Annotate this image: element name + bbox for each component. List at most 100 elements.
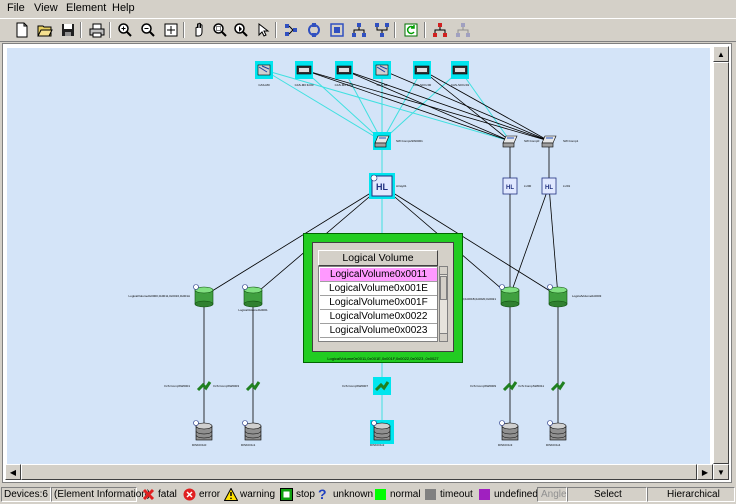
- menu-help[interactable]: Help: [112, 2, 135, 14]
- node-path[interactable]: FcS:CompSW0007: [342, 377, 391, 395]
- new-icon[interactable]: [13, 21, 31, 39]
- toolbar: [0, 18, 736, 42]
- node-switch[interactable]: SW:CompuSW0001: [373, 132, 423, 150]
- pointer-icon[interactable]: [254, 21, 272, 39]
- node-hba[interactable]: CAS-S0:Fc01: [451, 61, 470, 87]
- node-host[interactable]: CAS-M0: [255, 61, 273, 87]
- link-h1-s1: [263, 69, 383, 142]
- node-label: FcS:CompSW0011: [519, 384, 545, 388]
- toolbar-separator: [183, 22, 185, 38]
- legend-timeout-label: timeout: [440, 489, 473, 500]
- print-icon[interactable]: [88, 21, 106, 39]
- scroll-right-arrow-icon[interactable]: ▶: [697, 464, 713, 480]
- angle-label: Angle: [541, 489, 567, 500]
- link-d3-v4: [548, 185, 559, 297]
- node-label: CAS-S0:Fc01: [451, 83, 470, 87]
- layout-4-icon[interactable]: [350, 21, 368, 39]
- node-host[interactable]: CAS-S0: [373, 61, 391, 87]
- link-h5-s1: [381, 69, 423, 142]
- node-label: FcS:CompSW0009: [470, 384, 496, 388]
- node-label: CAS-M0: [258, 83, 270, 87]
- node-disk[interactable]: DISK0:0x4: [546, 420, 567, 448]
- scroll-left-arrow-icon[interactable]: ◀: [5, 464, 21, 480]
- logical-volume-scrollbar[interactable]: [439, 266, 448, 342]
- legend-stop-label: stop: [296, 489, 315, 500]
- unknown-question-icon: ?: [318, 486, 327, 502]
- scroll-up-button[interactable]: [440, 267, 447, 275]
- logical-volume-row-2[interactable]: LogicalVolume0x001F: [320, 296, 437, 310]
- node-volume[interactable]: LogicalVolume0x0000,0x0011,0x0016,0x001A: [129, 284, 214, 308]
- zoom-in-icon[interactable]: [116, 21, 134, 39]
- node-path[interactable]: FcS:CompSW0001: [164, 381, 212, 392]
- logical-volume-row-3[interactable]: LogicalVolume0x0022: [320, 310, 437, 324]
- save-icon[interactable]: [59, 21, 77, 39]
- pan-hand-icon[interactable]: [190, 21, 208, 39]
- link-h2-s3: [303, 69, 550, 142]
- scroll-thumb[interactable]: [440, 276, 447, 300]
- node-label: CAS-M0:Fc00: [295, 83, 314, 87]
- legend-warning-label: warning: [240, 489, 276, 500]
- toolbar-separator: [424, 22, 426, 38]
- node-path[interactable]: FcS:CompSW0003: [213, 381, 261, 392]
- logical-volume-list[interactable]: LogicalVolume0x0011 LogicalVolume0x001E …: [318, 266, 438, 342]
- node-hba[interactable]: CAS-S0:Fc00: [413, 61, 432, 87]
- node-disk[interactable]: DISK0:0x1: [241, 420, 262, 448]
- open-icon[interactable]: [36, 21, 54, 39]
- refresh-icon[interactable]: [402, 21, 420, 39]
- menu-view[interactable]: View: [34, 2, 58, 14]
- node-volume[interactable]: LogicalVolume0x0003: [547, 284, 602, 308]
- element-info-box: [51, 487, 137, 502]
- logical-volume-popup[interactable]: Logical Volume LogicalVolume0x0011 Logic…: [303, 233, 463, 363]
- warning-triangle-icon: [223, 487, 239, 504]
- svg-text:HL: HL: [545, 185, 553, 191]
- zoom-select-icon[interactable]: [232, 21, 250, 39]
- devices-count: Devices:6: [4, 489, 48, 500]
- logical-volume-header[interactable]: Logical Volume: [318, 250, 438, 266]
- normal-swatch: [375, 489, 386, 500]
- node-label: CAS-S0:Fc00: [413, 83, 432, 87]
- node-label: LogicalVolume0x0018,0x001B,0x0020,0x0021: [434, 297, 496, 301]
- node-volume[interactable]: LogicalVolume0x0018,0x001B,0x0020,0x0021: [434, 284, 520, 308]
- mode-label: Select: [594, 489, 622, 500]
- node-switch[interactable]: SW:Comp1: [541, 135, 579, 148]
- node-disk[interactable]: DISK0:0x0: [192, 420, 213, 448]
- vertical-scrollbar[interactable]: ▲ ▼: [713, 46, 729, 480]
- menu-file[interactable]: File: [7, 2, 25, 14]
- layout-1-icon[interactable]: [282, 21, 300, 39]
- menu-element[interactable]: Element: [66, 2, 107, 14]
- node-label: FcS:CompSW0007: [342, 384, 368, 388]
- legend-error-label: error: [199, 489, 221, 500]
- layout-5-icon[interactable]: [373, 21, 391, 39]
- zoom-out-icon[interactable]: [139, 21, 157, 39]
- node-hba[interactable]: CAS-M0:Fc01: [335, 61, 354, 87]
- zoom-area-icon[interactable]: [211, 21, 229, 39]
- fit-icon[interactable]: [162, 21, 180, 39]
- node-path[interactable]: FcS:CompSW0011: [519, 381, 566, 392]
- horizontal-scrollbar[interactable]: ◀ ▶: [5, 464, 713, 480]
- link-h4-s3: [381, 69, 550, 142]
- node-switch[interactable]: SW:Comp0: [502, 135, 540, 148]
- layout-2-icon[interactable]: [305, 21, 323, 39]
- logical-volume-row-0[interactable]: LogicalVolume0x0011: [320, 268, 437, 282]
- node-label: DISK0:0x3: [498, 443, 513, 447]
- link-d1-v4: [381, 185, 559, 297]
- node-path[interactable]: FcS:CompSW0009: [470, 381, 518, 392]
- scroll-up-arrow-icon[interactable]: ▲: [713, 46, 729, 62]
- layout-3-icon[interactable]: [328, 21, 346, 39]
- node-disk[interactable]: DISK0:0x2: [370, 420, 394, 447]
- vertical-scroll-thumb[interactable]: [713, 62, 729, 464]
- logical-volume-row-1[interactable]: LogicalVolume0x001E: [320, 282, 437, 296]
- node-volume[interactable]: LogicalVolume0x0001: [238, 284, 268, 313]
- hierarchy-1-icon[interactable]: [431, 21, 449, 39]
- node-disk[interactable]: DISK0:0x3: [498, 420, 519, 448]
- scroll-down-arrow-icon[interactable]: ▼: [713, 464, 729, 480]
- node-hba[interactable]: CAS-M0:Fc00: [295, 61, 314, 87]
- logical-volume-row-4[interactable]: LogicalVolume0x0023: [320, 324, 437, 338]
- node-label: SW:Comp0: [524, 139, 540, 143]
- horizontal-scroll-thumb[interactable]: [21, 464, 697, 480]
- scroll-down-button[interactable]: [440, 333, 447, 341]
